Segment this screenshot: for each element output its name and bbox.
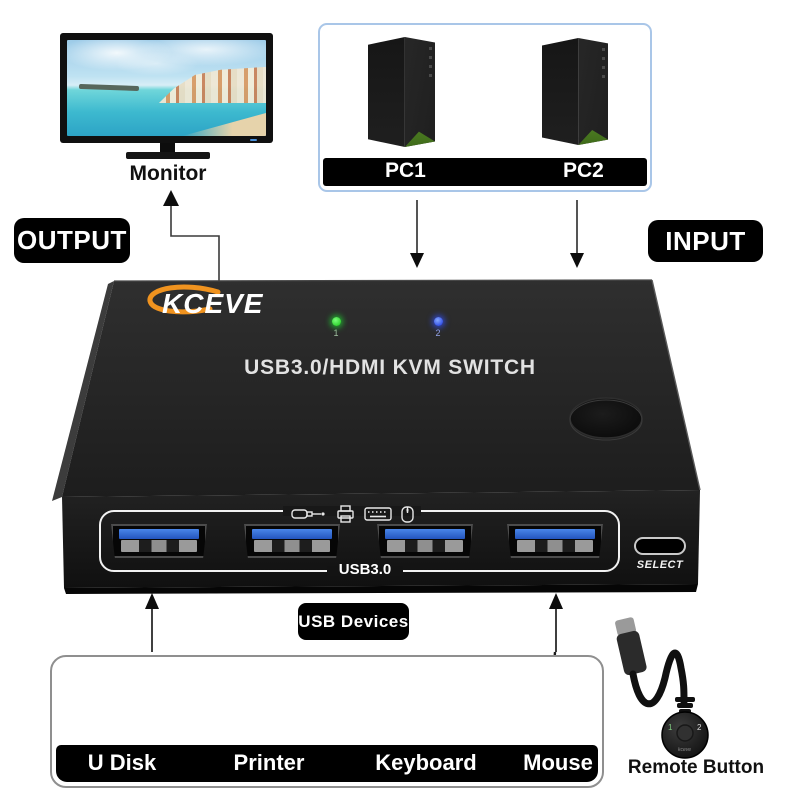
keyboard-icon: [363, 507, 392, 521]
usb-devices-right-arrow: [549, 593, 563, 652]
remote-puck: [661, 711, 709, 759]
svg-text:KCEVE: KCEVE: [162, 288, 264, 319]
device-label-bar: U Disk Printer Keyboard Mouse: [56, 745, 598, 782]
usb-port-3[interactable]: [377, 524, 473, 558]
printer-icon: [336, 505, 354, 523]
svg-text:2: 2: [697, 723, 702, 732]
pc1-label: PC1: [385, 159, 426, 182]
udisk-label: U Disk: [87, 750, 157, 775]
switch-top-button: [569, 397, 643, 439]
pc-label-bar: PC1 PC2: [323, 158, 647, 186]
beach: [182, 112, 266, 136]
usb-devices-box: U Disk Printer Keyboard Mouse: [50, 655, 604, 788]
led-1-number: 1: [333, 328, 339, 338]
usb-plug-icon: [290, 509, 325, 519]
monitor-image: [60, 33, 273, 143]
led-1: [332, 317, 341, 326]
keyboard-label: Keyboard: [375, 750, 477, 775]
input-badge: INPUT: [648, 220, 763, 262]
pc2-label: PC2: [563, 159, 604, 182]
pc1-tower-image: [368, 37, 435, 147]
switch-title: USB3.0/HDMI KVM SWITCH: [244, 356, 536, 379]
mouse-label: Mouse: [523, 750, 593, 775]
mouse-icon: [400, 505, 414, 523]
remote-button-assembly: 1 2 kceve: [615, 617, 709, 759]
brand-logo: KCEVE: [147, 284, 264, 319]
usb-c-connector: [615, 617, 637, 637]
usb30-label: USB3.0: [338, 561, 392, 578]
pc-group-box: PC1 PC2: [318, 23, 652, 192]
pc2-tower-image: [542, 38, 608, 145]
usb-port-2[interactable]: [244, 524, 340, 558]
remote-button-label: Remote Button: [627, 757, 765, 778]
led-2: [434, 317, 443, 326]
pc2-arrow: [570, 200, 584, 268]
monitor-power-led: [250, 139, 257, 141]
remote-cable: [629, 649, 688, 708]
output-badge: OUTPUT: [14, 218, 130, 263]
pc1-arrow: [410, 200, 424, 268]
port-icons: [283, 503, 421, 525]
usb-port-1[interactable]: [111, 524, 207, 558]
svg-text:kceve: kceve: [678, 747, 691, 753]
usb30-gap: [327, 566, 403, 576]
select-port[interactable]: [634, 537, 686, 555]
select-label: SELECT: [636, 559, 684, 571]
jetty: [78, 84, 139, 91]
led-2-number: 2: [435, 328, 441, 338]
monitor-stand-neck: [160, 143, 175, 152]
monitor-arrow: [163, 190, 220, 281]
remote-puck-button: [676, 724, 694, 742]
usb-devices-badge: USB Devices: [298, 603, 409, 640]
monitor-screen: [67, 40, 266, 136]
monitor-label: Monitor: [129, 162, 207, 185]
monitor-stand-base: [126, 152, 210, 159]
usb-devices-left-arrow: [145, 593, 159, 652]
usb-port-4[interactable]: [507, 524, 603, 558]
printer-label: Printer: [233, 750, 305, 775]
svg-text:1: 1: [668, 723, 673, 732]
